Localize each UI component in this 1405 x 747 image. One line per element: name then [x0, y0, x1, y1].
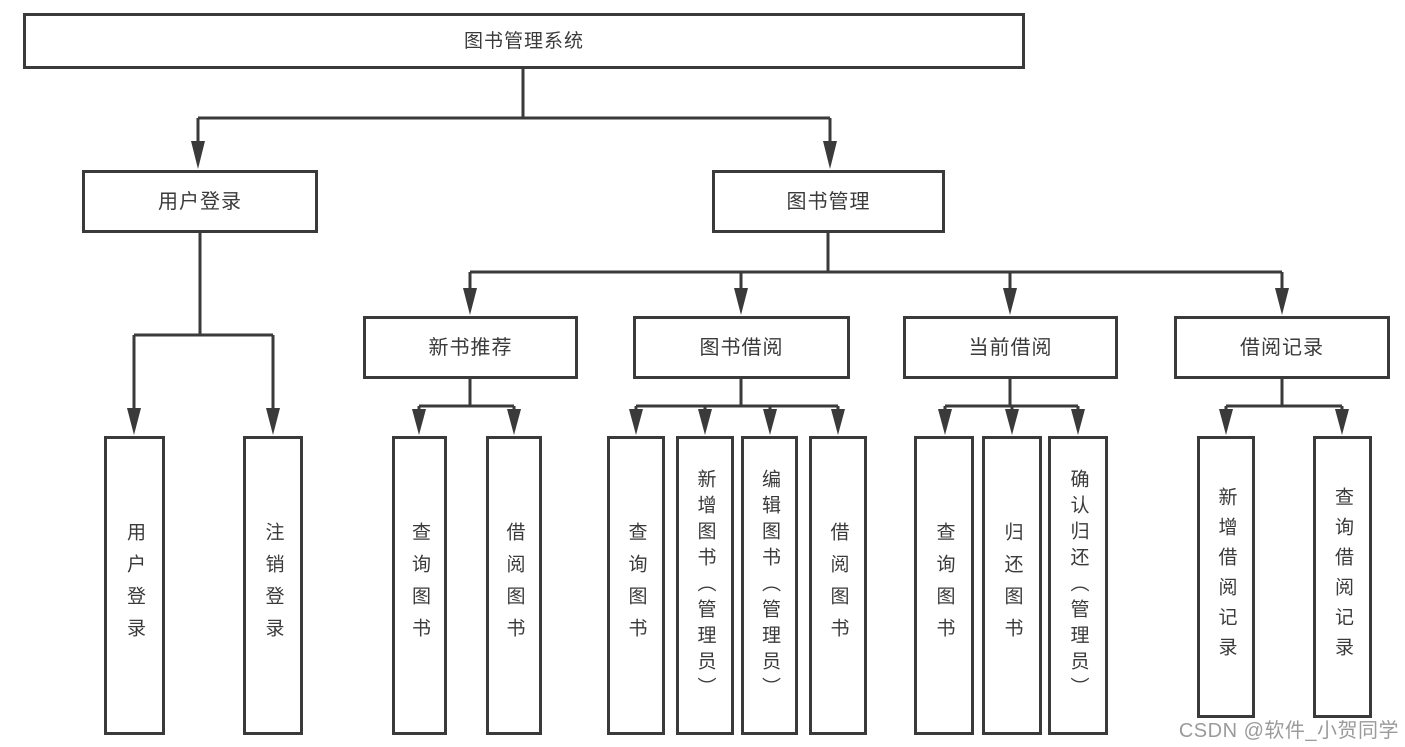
node-current-borrow-label: 当前借阅 [968, 336, 1053, 359]
csdn-watermark: CSDN @软件_小贺同学 [1178, 720, 1399, 742]
connector-borrow-record-to-leaves [1219, 379, 1349, 435]
leaf-new-book-query-books-label: 查询图书 [409, 521, 430, 650]
node-root: 图书管理系统 [23, 13, 1025, 69]
node-borrow-records: 借阅记录 [1174, 316, 1390, 379]
node-book-mgmt-label: 图书管理 [786, 190, 871, 213]
leaf-confirm-return-admin-label: 确认归还（管理员） [1067, 468, 1089, 703]
leaf-new-book-borrow-books: 借阅图书 [486, 436, 542, 735]
node-borrow-records-label: 借阅记录 [1240, 336, 1324, 359]
connector-book-borrow-to-leaves [629, 379, 845, 435]
node-current-borrow: 当前借阅 [903, 316, 1118, 379]
node-book-borrow: 图书借阅 [633, 316, 850, 379]
leaf-logout-label: 注销登录 [262, 521, 284, 650]
leaf-query-borrow-record: 查询借阅记录 [1313, 436, 1372, 718]
leaf-logout: 注销登录 [243, 436, 303, 735]
leaf-new-book-query-books: 查询图书 [392, 436, 447, 735]
node-book-mgmt: 图书管理 [712, 170, 945, 233]
leaf-user-login: 用户登录 [104, 436, 165, 735]
leaf-borrow-query-books-label: 查询图书 [625, 521, 647, 650]
leaf-borrow-borrow-books-label: 借阅图书 [827, 521, 849, 650]
leaf-user-login-label: 用户登录 [124, 521, 145, 650]
leaf-borrow-borrow-books: 借阅图书 [809, 436, 867, 735]
node-user-login-label: 用户登录 [158, 190, 242, 213]
leaf-return-books-label: 归还图书 [1001, 521, 1023, 650]
node-root-label: 图书管理系统 [463, 30, 584, 52]
connector-root-to-level2 [191, 69, 837, 169]
leaf-edit-books-admin: 编辑图书（管理员） [741, 436, 798, 735]
connector-book-mgmt-to-level3 [463, 233, 1289, 315]
leaf-current-query-books: 查询图书 [914, 436, 974, 735]
leaf-borrow-query-books: 查询图书 [607, 436, 665, 735]
connector-user-login-to-leaves [127, 233, 280, 435]
leaf-confirm-return-admin: 确认归还（管理员） [1048, 436, 1108, 735]
leaf-add-books-admin: 新增图书（管理员） [676, 436, 734, 735]
connector-current-borrow-to-leaves [938, 379, 1085, 435]
leaf-new-book-borrow-books-label: 借阅图书 [503, 521, 525, 650]
leaf-query-borrow-record-label: 查询借阅记录 [1332, 487, 1353, 667]
leaf-edit-books-admin-label: 编辑图书（管理员） [759, 468, 780, 703]
node-new-book-recommend: 新书推荐 [363, 316, 578, 379]
node-user-login: 用户登录 [82, 170, 318, 233]
leaf-add-borrow-record-label: 新增借阅记录 [1215, 487, 1237, 667]
connector-new-book-to-leaves [412, 379, 521, 435]
node-book-borrow-label: 图书借阅 [699, 336, 784, 359]
leaf-current-query-books-label: 查询图书 [933, 521, 955, 650]
leaf-add-borrow-record: 新增借阅记录 [1197, 436, 1255, 718]
node-new-book-recommend-label: 新书推荐 [428, 336, 513, 359]
leaf-add-books-admin-label: 新增图书（管理员） [694, 468, 716, 703]
leaf-return-books: 归还图书 [982, 436, 1042, 735]
